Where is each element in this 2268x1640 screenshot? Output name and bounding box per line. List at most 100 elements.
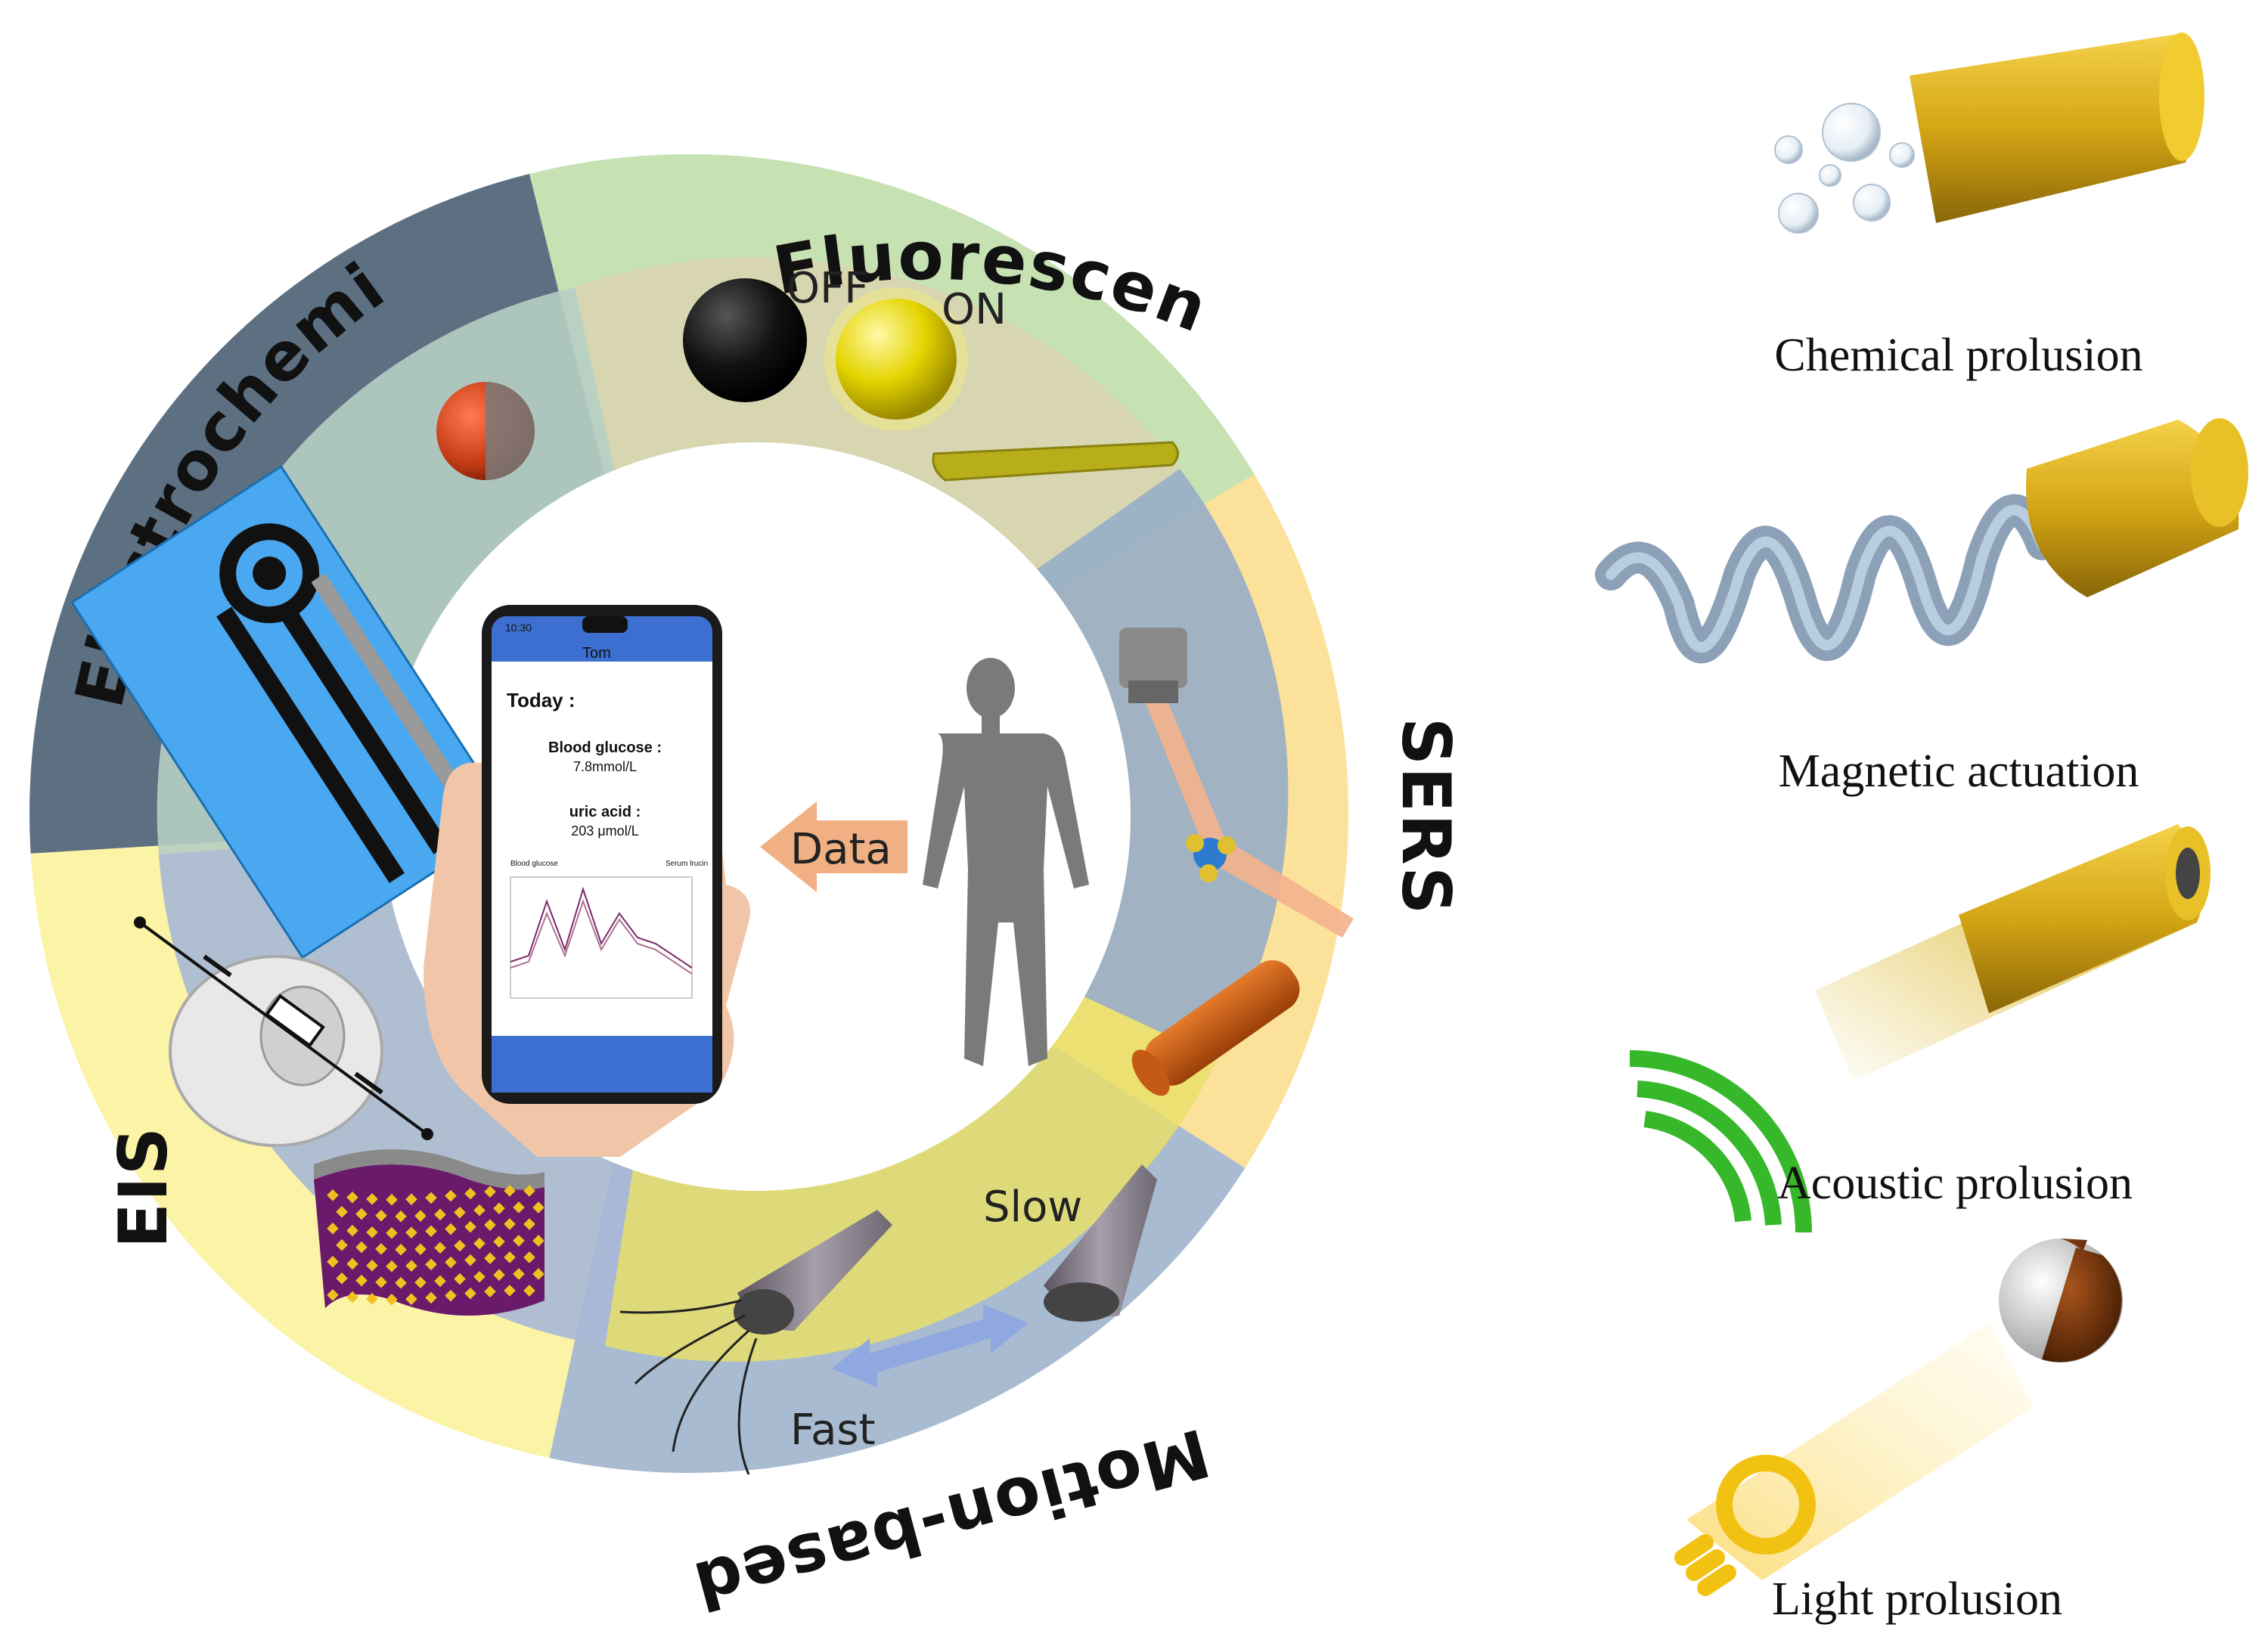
data-arrow-label: Data	[790, 825, 892, 874]
mesh-dot	[464, 1287, 476, 1300]
mesh-dot	[414, 1243, 427, 1255]
mesh-dot	[523, 1185, 535, 1197]
phone-uric-label: uric acid :	[569, 804, 641, 820]
phone-user: Tom	[582, 645, 611, 662]
mesh-dot	[523, 1218, 535, 1230]
off-label: OFF	[787, 264, 869, 313]
mesh-dot	[425, 1291, 437, 1304]
data-arrow-icon	[760, 801, 908, 892]
phone-screen	[492, 616, 712, 1093]
yellow-rod-icon	[932, 441, 1179, 482]
gold-tube-magnetic-icon	[2026, 420, 2239, 597]
mesh-dot	[473, 1237, 486, 1250]
phone-chart-frame	[510, 876, 693, 999]
mesh-dot	[405, 1193, 417, 1205]
objective-lens-icon	[1119, 628, 1187, 688]
mesh-dot	[532, 1235, 545, 1247]
mesh-dot	[405, 1226, 417, 1239]
mesh-dot	[405, 1260, 417, 1272]
orange-cylinder-icon	[1131, 960, 1300, 1096]
mesh-dot	[425, 1225, 437, 1238]
mesh-dot	[493, 1269, 505, 1281]
double-arrow-icon	[832, 1304, 1029, 1387]
phone-chart-left: Blood glucose	[510, 860, 558, 868]
mesh-dot	[504, 1285, 516, 1297]
mesh-dot	[493, 1235, 505, 1248]
sers-content	[1119, 628, 1354, 1096]
phone-chart-series-0	[510, 886, 693, 969]
circuit-icon	[138, 921, 429, 1136]
mesh-dot	[395, 1243, 407, 1256]
mesh-dot	[513, 1235, 525, 1247]
mesh-dot	[434, 1275, 446, 1288]
label-sers: SERS	[1387, 718, 1465, 916]
mesh-dot	[425, 1192, 437, 1204]
light-propulsion-graphic: Light prolusion	[1674, 1239, 2123, 1625]
electrochemistry-content	[70, 382, 535, 960]
mesh-dot	[434, 1208, 446, 1221]
phone-glucose-value: 7.8mmol/L	[573, 759, 637, 774]
mesh-dot	[414, 1276, 427, 1288]
mesh-dot	[445, 1256, 457, 1269]
human-figure-icon	[923, 658, 1089, 1066]
mesh-dot	[454, 1206, 466, 1219]
mesh-dot	[386, 1260, 398, 1273]
acoustic-propulsion-graphic: Acoustic prolusion	[1629, 824, 2211, 1233]
mesh-dot	[473, 1270, 486, 1283]
mesh-dot	[395, 1276, 407, 1289]
black-sphere-icon	[683, 278, 807, 402]
mesh-dot	[493, 1202, 505, 1214]
propulsion-label-light: Light prolusion	[1772, 1573, 2062, 1625]
phone-status-time: 10:30	[505, 622, 532, 634]
mesh-dot	[523, 1251, 535, 1263]
mesh-dot	[504, 1185, 516, 1197]
propulsion-label-chemical: Chemical prolusion	[1774, 330, 2142, 381]
mesh-dot	[434, 1242, 446, 1254]
phone-uric-value: 203 μmol/L	[571, 823, 638, 839]
phone-glucose-label: Blood glucose :	[548, 739, 662, 756]
gold-tube-chemical-icon	[1910, 34, 2195, 223]
fast-label: Fast	[790, 1406, 876, 1455]
mesh-dot	[532, 1268, 545, 1280]
mesh-dot	[414, 1210, 427, 1222]
mesh-dot	[484, 1186, 496, 1198]
phone-chart-right: Serum lrucin	[666, 860, 708, 868]
mesh-dot	[464, 1187, 476, 1200]
phone-today: Today :	[507, 689, 576, 711]
mesh-dot	[513, 1268, 525, 1280]
mesh-dot	[395, 1210, 407, 1223]
mesh-dot	[425, 1258, 437, 1271]
center-content: 10:30 Tom Today : Blood glucose : 7.8mmo…	[424, 605, 1089, 1157]
motion-content: Slow Fast	[619, 1164, 1157, 1475]
mesh-dot	[513, 1201, 525, 1214]
propulsion-label-magnetic: Magnetic actuation	[1779, 746, 2139, 797]
mesh-dot	[484, 1252, 496, 1264]
mesh-dot	[454, 1273, 466, 1285]
cone-slow-icon	[1044, 1164, 1157, 1317]
propulsion-column: Chemical prolusion Magnetic actuation Ac…	[1595, 33, 2248, 1625]
phone-bottom-bar	[492, 1036, 712, 1093]
mesh-dot	[445, 1189, 457, 1202]
mesh-dot	[454, 1239, 466, 1252]
label-eis: EIS	[104, 1126, 182, 1248]
magnetic-actuation-graphic: Magnetic actuation	[1595, 418, 2248, 797]
chemical-propulsion-graphic: Chemical prolusion	[1774, 33, 2204, 381]
bubble-icon	[1822, 103, 1881, 162]
laser-beam-icon	[1146, 703, 1354, 938]
motion-trails-icon	[619, 1299, 758, 1475]
propulsion-label-acoustic: Acoustic prolusion	[1777, 1158, 2133, 1209]
mesh-dot	[504, 1251, 516, 1263]
light-beam-icon	[1686, 1323, 2034, 1580]
eis-content	[134, 916, 545, 1316]
mesh-dot	[484, 1285, 496, 1297]
mesh-dot	[445, 1223, 457, 1235]
mesh-dot	[484, 1219, 496, 1231]
mesh-dot	[532, 1201, 545, 1214]
mesh-dot	[386, 1226, 398, 1239]
fluorescence-content: OFF ON	[683, 264, 1179, 482]
mesh-dot	[473, 1204, 486, 1217]
light-bulb-icon	[1674, 1455, 1816, 1596]
mesh-dot	[445, 1289, 457, 1302]
mesh-dot	[504, 1218, 516, 1230]
